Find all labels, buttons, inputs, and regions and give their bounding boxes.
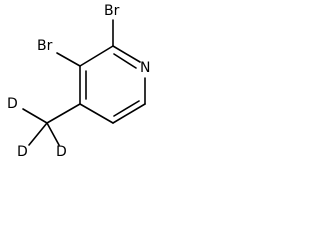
bond-c-d-bottom-right	[46, 122, 60, 146]
bond-c2-c3	[79, 45, 114, 67]
bond-c3-br	[56, 52, 81, 67]
atom-br-left: Br	[37, 38, 53, 54]
bond-c5-c6	[112, 103, 146, 124]
atom-deuterium-bottom-right: D	[56, 144, 67, 160]
bond-n-c2-inner	[113, 53, 137, 69]
bond-n-c2	[112, 45, 141, 63]
structure-diagram: Br Br N D D D	[7, 3, 150, 160]
bond-c-d-bottom-left	[28, 122, 48, 146]
atom-deuterium-bottom-left: D	[17, 144, 28, 160]
bond-c4-cd3	[46, 103, 81, 124]
atom-nitrogen: N	[140, 60, 150, 76]
bond-c4-c5	[79, 103, 114, 124]
atom-br-top: Br	[104, 3, 120, 19]
bond-c5-c6-inner	[113, 100, 140, 117]
bond-c-d-top	[22, 108, 48, 124]
atom-deuterium-top: D	[7, 96, 18, 112]
